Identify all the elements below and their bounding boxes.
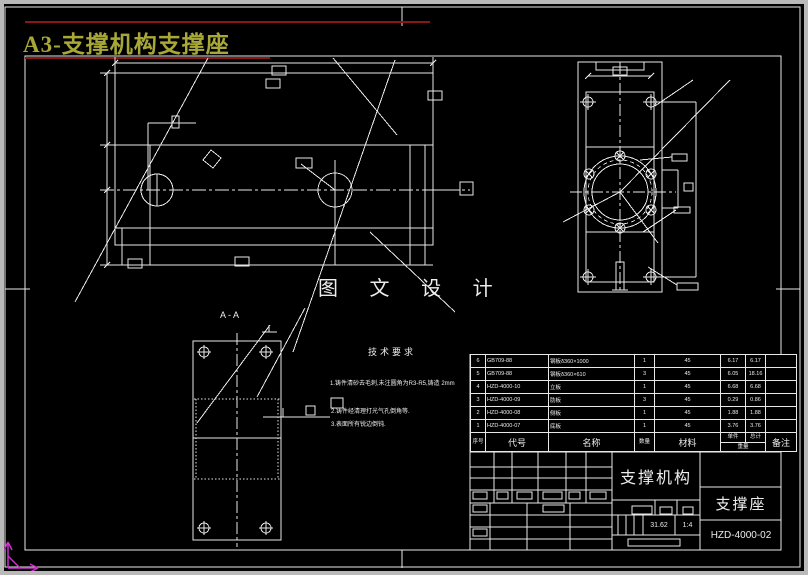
title-block-weight: 31.62: [650, 521, 668, 529]
bom-cell: 钢板δ360×610: [548, 367, 635, 381]
bom-cell: 3.76: [720, 419, 746, 433]
bom-cell: 18.16: [745, 367, 766, 381]
title-block-drawing-number: HZD-4000-02: [710, 529, 772, 541]
bom-cell: [765, 367, 797, 381]
bom-cell: 3: [470, 393, 486, 407]
bom-header-weight: 重量: [720, 441, 766, 452]
bom-cell: 立板: [548, 380, 635, 394]
bom-cell: [765, 354, 797, 368]
bom-cell: 肋板: [548, 393, 635, 407]
bom-header-unit: 单件: [720, 432, 746, 443]
bom-cell: 3: [634, 393, 655, 407]
bom-cell: 1.88: [720, 406, 746, 420]
bom-cell: GB709-88: [485, 354, 549, 368]
bom-cell: 2: [470, 406, 486, 420]
bom-cell: HZD-4000-08: [485, 406, 549, 420]
bom-row: 3 HZD-4000-09 肋板 3 45 0.29 0.86: [470, 393, 797, 407]
bom-cell: 6.17: [720, 354, 746, 368]
view-plan: [74, 57, 474, 353]
bom-row: 6 GB709-88 钢板δ360×1000 1 45 6.17 6.17: [470, 354, 797, 368]
bom-cell: 钢板δ360×1000: [548, 354, 635, 368]
bom-row: 2 HZD-4000-08 侧板 1 45 1.88 1.88: [470, 406, 797, 420]
bom-cell: 底板: [548, 419, 635, 433]
bom-cell: 6.68: [745, 380, 766, 394]
bom-cell: 1: [470, 419, 486, 433]
bom-header-name: 名称: [548, 432, 635, 452]
bom-cell: [765, 393, 797, 407]
bom-cell: 3.76: [745, 419, 766, 433]
bom-cell: 侧板: [548, 406, 635, 420]
bom-cell: GB709-88: [485, 367, 549, 381]
bom-cell: 45: [654, 367, 721, 381]
tech-requirements-title: 技术要求: [368, 347, 417, 357]
bom-cell: 45: [654, 380, 721, 394]
bom-cell: 1.88: [745, 406, 766, 420]
bom-header-row: 重量: [471, 441, 797, 452]
bom-cell: [765, 380, 797, 394]
bom-header-material: 材料: [654, 432, 721, 452]
view-section-aa: [192, 307, 330, 547]
drawing-title: A3-支撑机构支撑座: [23, 32, 230, 57]
bom-header-row: 序号 代号 名称 数量 材料 单件 总计 备注: [470, 432, 797, 452]
bom-table: 6 GB709-88 钢板δ360×1000 1 45 6.17 6.17 5 …: [470, 354, 797, 452]
bom-cell: 45: [654, 406, 721, 420]
bom-row: 5 GB709-88 钢板δ360×610 3 45 6.05 18.16: [470, 367, 797, 381]
bom-cell: 6: [470, 354, 486, 368]
bom-header-total: 总计: [745, 432, 766, 443]
bom-cell: 0.29: [720, 393, 746, 407]
bom-header-qty: 数量: [634, 432, 655, 452]
bom-cell: [765, 419, 797, 433]
tech-note-line: 1.铸件清砂去毛刺,未注圆角为R3-R5,铸造 2mm: [330, 381, 455, 387]
bom-header-no: 序号: [470, 432, 486, 452]
tech-note-symbol-box: [330, 397, 344, 409]
title-block-part-name: 支撑座: [715, 496, 767, 513]
bom-cell: 3: [634, 367, 655, 381]
bom-cell: 45: [654, 354, 721, 368]
bom-cell: 4: [470, 380, 486, 394]
bom-cell: 6.68: [720, 380, 746, 394]
bom-cell: 6.17: [745, 354, 766, 368]
bom-cell: 45: [654, 419, 721, 433]
bom-cell: 6.05: [720, 367, 746, 381]
bom-cell: [765, 406, 797, 420]
bom-cell: 45: [654, 393, 721, 407]
bom-header-code: 代号: [485, 432, 549, 452]
bom-row: 4 HZD-4000-10 立板 1 45 6.68 6.68: [470, 380, 797, 394]
title-block-scale: 1:4: [682, 521, 693, 529]
view-side: [562, 61, 731, 293]
bom-row: 1 HZD-4000-07 底板 1 45 3.76 3.76: [470, 419, 797, 433]
ucs-axis-icon: [3, 541, 39, 573]
bom-cell: HZD-4000-07: [485, 419, 549, 433]
bom-cell: 1: [634, 419, 655, 433]
section-label: A-A: [220, 310, 242, 320]
bom-cell: 0.86: [745, 393, 766, 407]
bom-cell: 1: [634, 380, 655, 394]
title-red-lines: [25, 21, 430, 59]
bom-cell: 1: [634, 354, 655, 368]
bom-cell: 5: [470, 367, 486, 381]
tech-note-line: 3.表面所有锐边倒钝.: [331, 422, 386, 428]
tech-note-line: 2.铸件经清理打光气孔倒角等.: [331, 409, 410, 415]
bom-cell: HZD-4000-10: [485, 380, 549, 394]
sheet-frame: [4, 6, 801, 568]
title-block-assembly-name: 支撑机构: [619, 470, 692, 487]
bom-cell: HZD-4000-09: [485, 393, 549, 407]
title-block-grid: [469, 354, 781, 550]
watermark-text: 图 文 设 计: [318, 278, 506, 300]
bom-header-remark: 备注: [765, 432, 797, 452]
bom-cell: 1: [634, 406, 655, 420]
